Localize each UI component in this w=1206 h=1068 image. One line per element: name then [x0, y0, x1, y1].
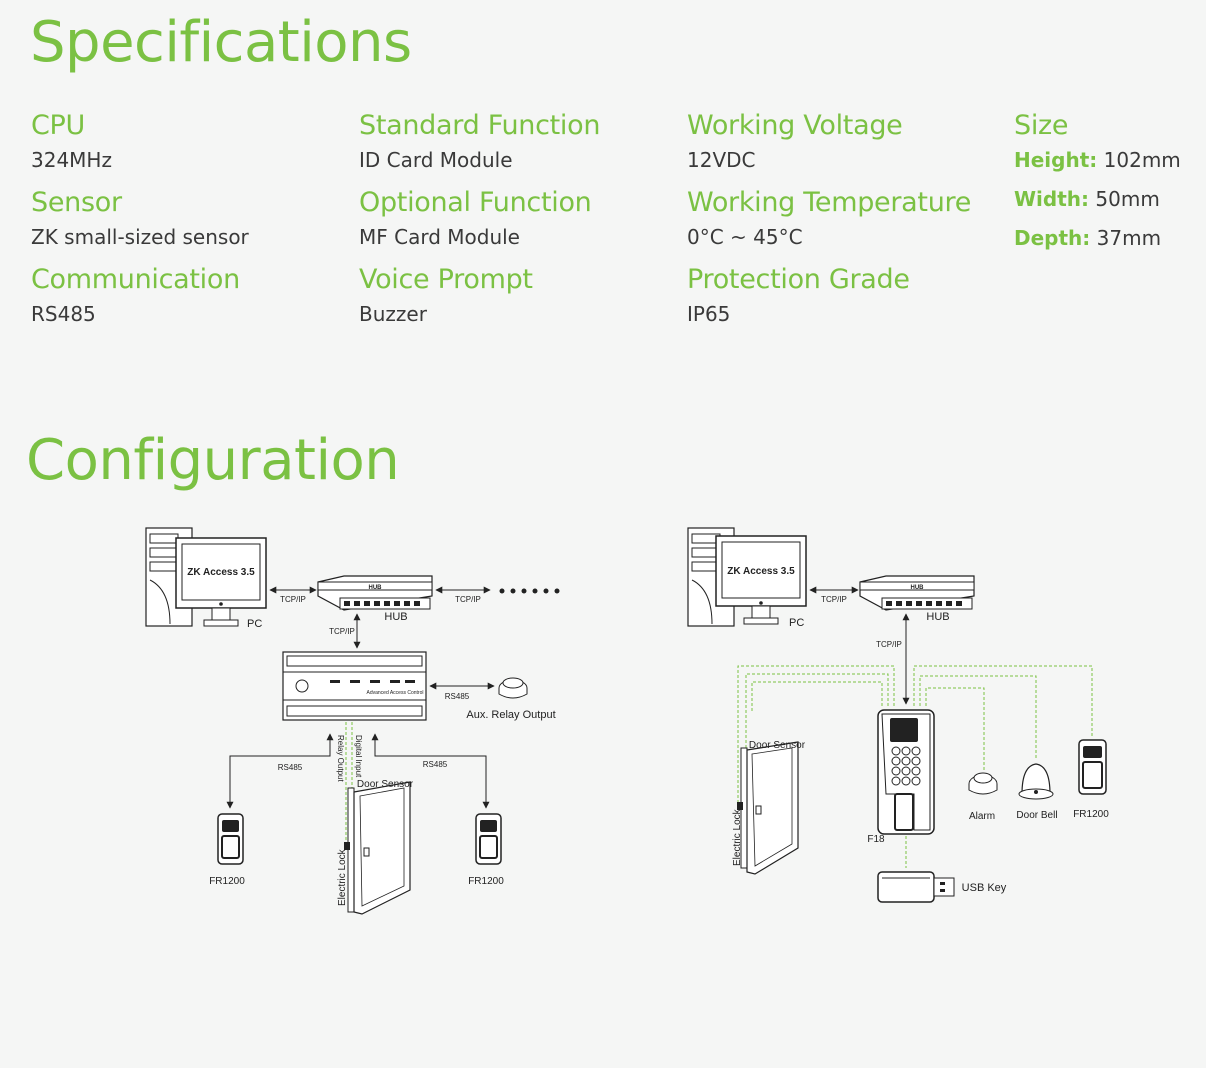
electric-lock-label: Electric Lock — [732, 808, 743, 866]
depth-label: Depth: — [1014, 226, 1091, 250]
rs485-label: RS485 — [445, 692, 470, 701]
pc-monitor-icon — [175, 537, 267, 627]
hub-badge: HUB — [369, 585, 383, 591]
size-width: Width: 50mm — [1014, 186, 1199, 225]
rs485-label: RS485 — [423, 760, 448, 769]
spec-column-2: Standard Function ID Card Module Optiona… — [359, 110, 679, 341]
door-icon — [737, 741, 799, 875]
door-bell-label: Door Bell — [1016, 810, 1057, 821]
pc-label: PC — [247, 618, 262, 630]
door-bell-icon — [1018, 763, 1054, 800]
spec-label: Working Voltage — [687, 110, 903, 141]
tcpip-label: TCP/IP — [821, 595, 847, 604]
spec-label: Sensor — [31, 187, 122, 218]
width-value: 50mm — [1095, 187, 1160, 211]
door-icon — [344, 781, 411, 915]
spec-value: Buzzer — [359, 302, 427, 326]
hub-label: HUB — [926, 611, 949, 623]
door-sensor-label: Door Sensor — [749, 740, 806, 751]
hub-icon — [859, 575, 975, 611]
pc-label: PC — [789, 617, 804, 629]
device-label: F18 — [867, 834, 885, 845]
wiring-lines — [737, 665, 1093, 868]
spec-label: CPU — [31, 110, 85, 141]
spec-value: MF Card Module — [359, 225, 520, 249]
electric-lock-label: Electric Lock — [337, 848, 348, 906]
height-label: Height: — [1014, 148, 1098, 172]
pc-monitor-icon — [715, 535, 807, 625]
spec-value: ZK small-sized sensor — [31, 225, 249, 249]
spec-label: Voice Prompt — [359, 264, 533, 295]
fingerprint-reader-icon — [475, 813, 502, 865]
right-diagram: ZK Access 3.5 PC TCP/IP HUB HUB TCP/IP — [687, 527, 1109, 903]
panel-label: Advanced Access Control — [367, 690, 424, 696]
aux-relay-icon — [498, 677, 528, 699]
height-value: 102mm — [1103, 148, 1181, 172]
size-label: Size — [1014, 110, 1069, 141]
size-depth: Depth: 37mm — [1014, 225, 1199, 264]
spec-label: Standard Function — [359, 110, 601, 141]
spec-column-3: Working Voltage 12VDC Working Temperatur… — [687, 110, 1007, 341]
left-diagram: ZK Access 3.5 PC TCP/IP HUB HUB TCP/IP — [145, 527, 560, 915]
pc-tower-icon — [687, 527, 735, 627]
hub-badge: HUB — [911, 585, 925, 591]
size-height: Height: 102mm — [1014, 147, 1199, 186]
usb-key-label: USB Key — [962, 882, 1007, 894]
width-label: Width: — [1014, 187, 1090, 211]
configuration-title: Configuration — [26, 428, 400, 493]
spec-value: ID Card Module — [359, 148, 513, 172]
reader-label: FR1200 — [468, 876, 504, 887]
access-control-panel-icon — [282, 651, 427, 721]
usb-key-icon — [877, 871, 955, 903]
spec-column-size: Size Height: 102mm Width: 50mm Depth: 37… — [1014, 110, 1199, 264]
specifications-title: Specifications — [30, 10, 412, 75]
hub-icon — [317, 575, 433, 611]
hub-label: HUB — [384, 611, 407, 623]
software-label: ZK Access 3.5 — [187, 567, 255, 578]
tcpip-label: TCP/IP — [876, 640, 902, 649]
spec-column-1: CPU 324MHz Sensor ZK small-sized sensor … — [31, 110, 351, 341]
aux-relay-label: Aux. Relay Output — [466, 709, 555, 721]
door-sensor-label: Door Sensor — [357, 779, 414, 790]
software-label: ZK Access 3.5 — [727, 566, 795, 577]
rs485-label: RS485 — [278, 763, 303, 772]
fingerprint-reader-icon — [217, 813, 244, 865]
fingerprint-reader-icon — [1078, 739, 1107, 795]
alarm-icon — [968, 772, 998, 795]
spec-value: RS485 — [31, 302, 96, 326]
spec-value: IP65 — [687, 302, 731, 326]
tcpip-label: TCP/IP — [329, 627, 355, 636]
reader-label: FR1200 — [1073, 809, 1109, 820]
tcpip-label: TCP/IP — [280, 595, 306, 604]
tcpip-label: TCP/IP — [455, 595, 481, 604]
spec-value: 0°C ~ 45°C — [687, 225, 803, 249]
digital-input-label: Digital Input — [354, 735, 363, 778]
spec-label: Protection Grade — [687, 264, 910, 295]
spec-value: 324MHz — [31, 148, 112, 172]
spec-label: Working Temperature — [687, 187, 972, 218]
continuation-dots — [499, 588, 560, 594]
relay-output-label: Relay Output — [336, 735, 345, 782]
spec-label: Optional Function — [359, 187, 592, 218]
f18-device-icon — [877, 709, 935, 835]
reader-label: FR1200 — [209, 876, 245, 887]
pc-tower-icon — [145, 527, 193, 627]
spec-label: Communication — [31, 264, 240, 295]
alarm-label: Alarm — [969, 811, 995, 822]
depth-value: 37mm — [1096, 226, 1162, 250]
spec-value: 12VDC — [687, 148, 756, 172]
